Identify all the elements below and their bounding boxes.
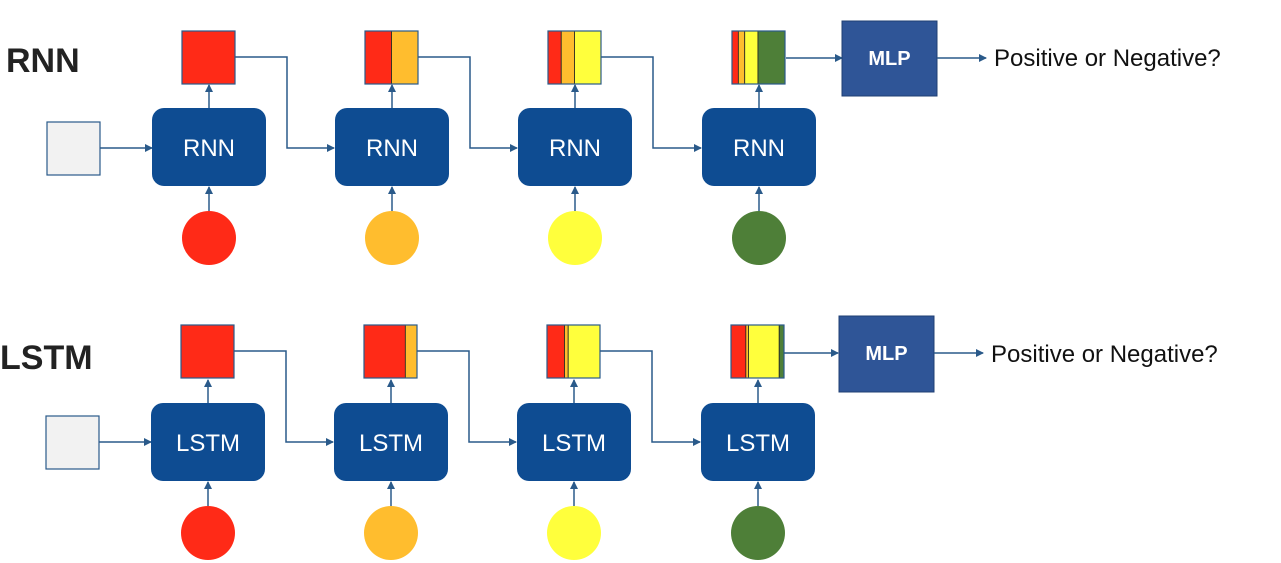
state-segment: [731, 30, 739, 85]
rnn-step-4: RNN: [702, 30, 816, 265]
output-question: Positive or Negative?: [994, 45, 1221, 72]
rnn-step-2: RNN: [335, 30, 449, 265]
input-token-circle: [732, 211, 786, 265]
state-segment: [181, 30, 236, 85]
state-segment: [730, 324, 747, 379]
hidden-state-box: [731, 30, 786, 85]
state-box-outline: [731, 30, 786, 85]
state-segment: [744, 30, 759, 85]
rnn-cell-label: RNN: [366, 135, 418, 162]
recurrent-arrow: [418, 56, 518, 152]
mlp-classifier-box: [838, 315, 935, 393]
mlp-classifier-box: [841, 20, 938, 97]
rnn-row-title: RNN: [6, 42, 80, 80]
hidden-state-box: [730, 324, 785, 379]
hidden-state-box: [181, 30, 236, 85]
hidden-state-box: [180, 324, 235, 379]
state-segment: [404, 324, 418, 379]
lstm-row-title: LSTM: [0, 339, 93, 377]
lstm-cell-label: LSTM: [359, 430, 423, 457]
mlp-label: MLP: [865, 343, 907, 365]
lstm-cell: [517, 403, 631, 481]
lstm-cell-label: LSTM: [542, 430, 606, 457]
input-token-circle: [547, 506, 601, 560]
state-segment: [748, 324, 780, 379]
state-segment: [546, 324, 565, 379]
lstm-cell-label: LSTM: [176, 430, 240, 457]
rnn-cell-label: RNN: [549, 135, 601, 162]
hidden-state-box: [364, 30, 419, 85]
state-segment: [180, 324, 235, 379]
lstm-cell-label: LSTM: [726, 430, 790, 457]
input-token-circle: [364, 506, 418, 560]
lstm-cell: [151, 403, 265, 481]
input-token-circle: [182, 211, 236, 265]
rnn-cell: [335, 108, 449, 186]
state-segment: [574, 30, 602, 85]
state-box-outline: [730, 324, 785, 379]
lstm-step-4: LSTM: [701, 324, 815, 560]
rnn-step-1: RNN: [152, 30, 266, 265]
initial-state-box: [45, 415, 100, 470]
rnn-cell: [152, 108, 266, 186]
state-segment: [560, 30, 575, 85]
state-segment: [564, 324, 569, 379]
rnn-step-3: RNN: [518, 30, 632, 265]
recurrent-arrow: [235, 56, 335, 152]
state-segment: [757, 30, 786, 85]
recurrent-arrow: [234, 350, 334, 446]
state-segment: [363, 324, 406, 379]
lstm-step-3: LSTM: [517, 324, 631, 560]
hidden-state-box: [546, 324, 601, 379]
hidden-state-box: [363, 324, 418, 379]
input-token-circle: [181, 506, 235, 560]
lstm-step-1: LSTM: [151, 324, 265, 560]
recurrent-arrow: [600, 350, 701, 446]
state-segment: [737, 30, 746, 85]
lstm-step-2: LSTM: [334, 324, 448, 560]
lstm-cell: [334, 403, 448, 481]
rnn-cell: [702, 108, 816, 186]
recurrent-arrow: [601, 56, 702, 152]
lstm-row: LSTM LSTM LSTM: [0, 315, 1218, 560]
input-token-circle: [548, 211, 602, 265]
hidden-state-box: [547, 30, 602, 85]
input-token-circle: [365, 211, 419, 265]
output-question: Positive or Negative?: [991, 341, 1218, 368]
rnn-row: RNN RNN RNN: [6, 20, 1221, 265]
state-segment: [547, 30, 562, 85]
initial-state-box: [46, 121, 101, 176]
state-segment: [364, 30, 392, 85]
lstm-cell: [701, 403, 815, 481]
rnn-cell: [518, 108, 632, 186]
mlp-label: MLP: [868, 48, 910, 70]
rnn-cell-label: RNN: [183, 135, 235, 162]
input-token-circle: [731, 506, 785, 560]
rnn-cell-label: RNN: [733, 135, 785, 162]
state-segment: [391, 30, 419, 85]
state-segment: [778, 324, 785, 379]
recurrent-arrow: [417, 350, 517, 446]
state-segment: [567, 324, 601, 379]
